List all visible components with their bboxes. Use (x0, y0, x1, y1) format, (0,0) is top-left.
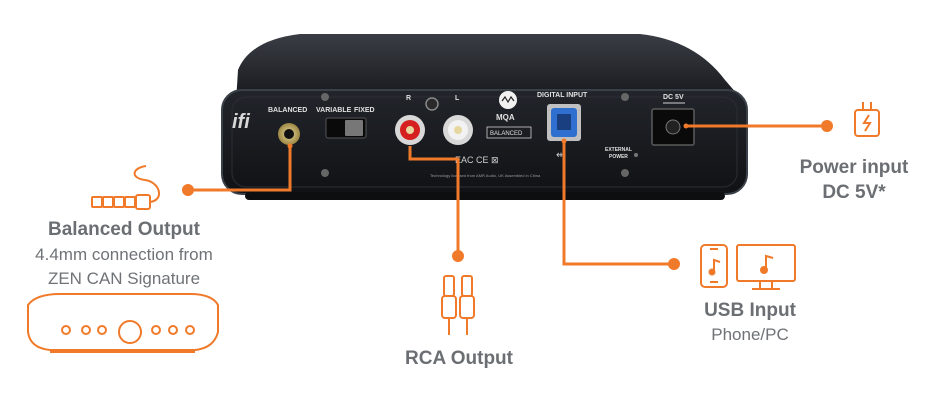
power-input-subtitle: DC 5V* (822, 182, 886, 203)
usb-input-subtitle: Phone/PC (711, 325, 789, 344)
device-foot (245, 192, 725, 200)
fine-print: Technology licensed from AMR Audio, UK A… (430, 173, 541, 178)
cert-marks: EAC CE ⊠ (455, 155, 499, 165)
label-left: L (455, 95, 460, 102)
usb-symbol: ⇷ (556, 150, 564, 161)
mqa-logo: MQA BALANCED (486, 91, 532, 139)
brand-logo: ifi (232, 111, 250, 133)
balanced-output-line2: ZEN CAN Signature (47, 269, 201, 288)
balanced-jack-hole (284, 129, 294, 139)
switch-knob (345, 120, 363, 136)
device-panel-inner (231, 96, 738, 188)
callout-dots (182, 120, 833, 270)
label-fixed: FIXED (354, 107, 375, 114)
screw (321, 93, 329, 101)
rca-plug-icon (441, 275, 475, 335)
balanced-callout-line (188, 146, 292, 192)
label-digital-input: DIGITAL INPUT (537, 92, 588, 99)
amp-device-icon (27, 293, 219, 353)
balanced-output-title: Balanced Output (47, 219, 200, 240)
rca-right-center (406, 126, 414, 134)
rca-dot (452, 250, 464, 262)
usb-callout-line (562, 141, 674, 266)
label-external-power-2: POWER (609, 154, 628, 160)
device: ifi BALANCED VARIABLE FIXED R L EAC CE ⊠… (221, 34, 748, 200)
label-variable: VARIABLE (316, 107, 352, 114)
phone-music-icon (700, 244, 728, 288)
label-dc: DC 5V (663, 94, 684, 101)
power-input-caption: Power input DC 5V* (796, 155, 912, 205)
balanced-dot (182, 184, 194, 196)
usb-b-core (557, 114, 571, 130)
usb-input-title: USB Input (704, 300, 796, 321)
balanced-output-caption: Balanced Output 4.4mm connection from ZE… (6, 217, 242, 291)
monitor-music-icon (736, 244, 796, 290)
power-plug-icon (854, 102, 880, 137)
headphone-cable-icon (91, 165, 160, 210)
screw (621, 93, 629, 101)
dc-socket-pin (665, 119, 681, 135)
usb-origin (561, 138, 567, 144)
label-right: R (406, 95, 411, 102)
balanced-output-line1: 4.4mm connection from (35, 245, 213, 264)
rca-output-caption: RCA Output (374, 348, 544, 370)
ground-post (425, 97, 439, 111)
usb-dot (668, 258, 680, 270)
rca-callout-line (408, 146, 460, 256)
rca-left-center (454, 126, 462, 134)
callout-lines (188, 124, 827, 266)
balanced-origin (287, 143, 293, 149)
power-origin (683, 123, 689, 129)
screw (621, 169, 629, 177)
label-balanced: BALANCED (268, 107, 307, 114)
label-external-power-1: EXTERNAL (605, 147, 632, 153)
power-dot (821, 120, 833, 132)
usb-input-caption: USB Input Phone/PC (680, 299, 820, 347)
device-top-shell (236, 34, 744, 102)
screw (321, 169, 329, 177)
power-input-title: Power input (799, 157, 909, 178)
external-power-led (634, 153, 638, 157)
rca-output-title: RCA Output (405, 348, 513, 369)
svg-text:MQA: MQA (496, 113, 515, 122)
svg-text:BALANCED: BALANCED (490, 131, 523, 137)
